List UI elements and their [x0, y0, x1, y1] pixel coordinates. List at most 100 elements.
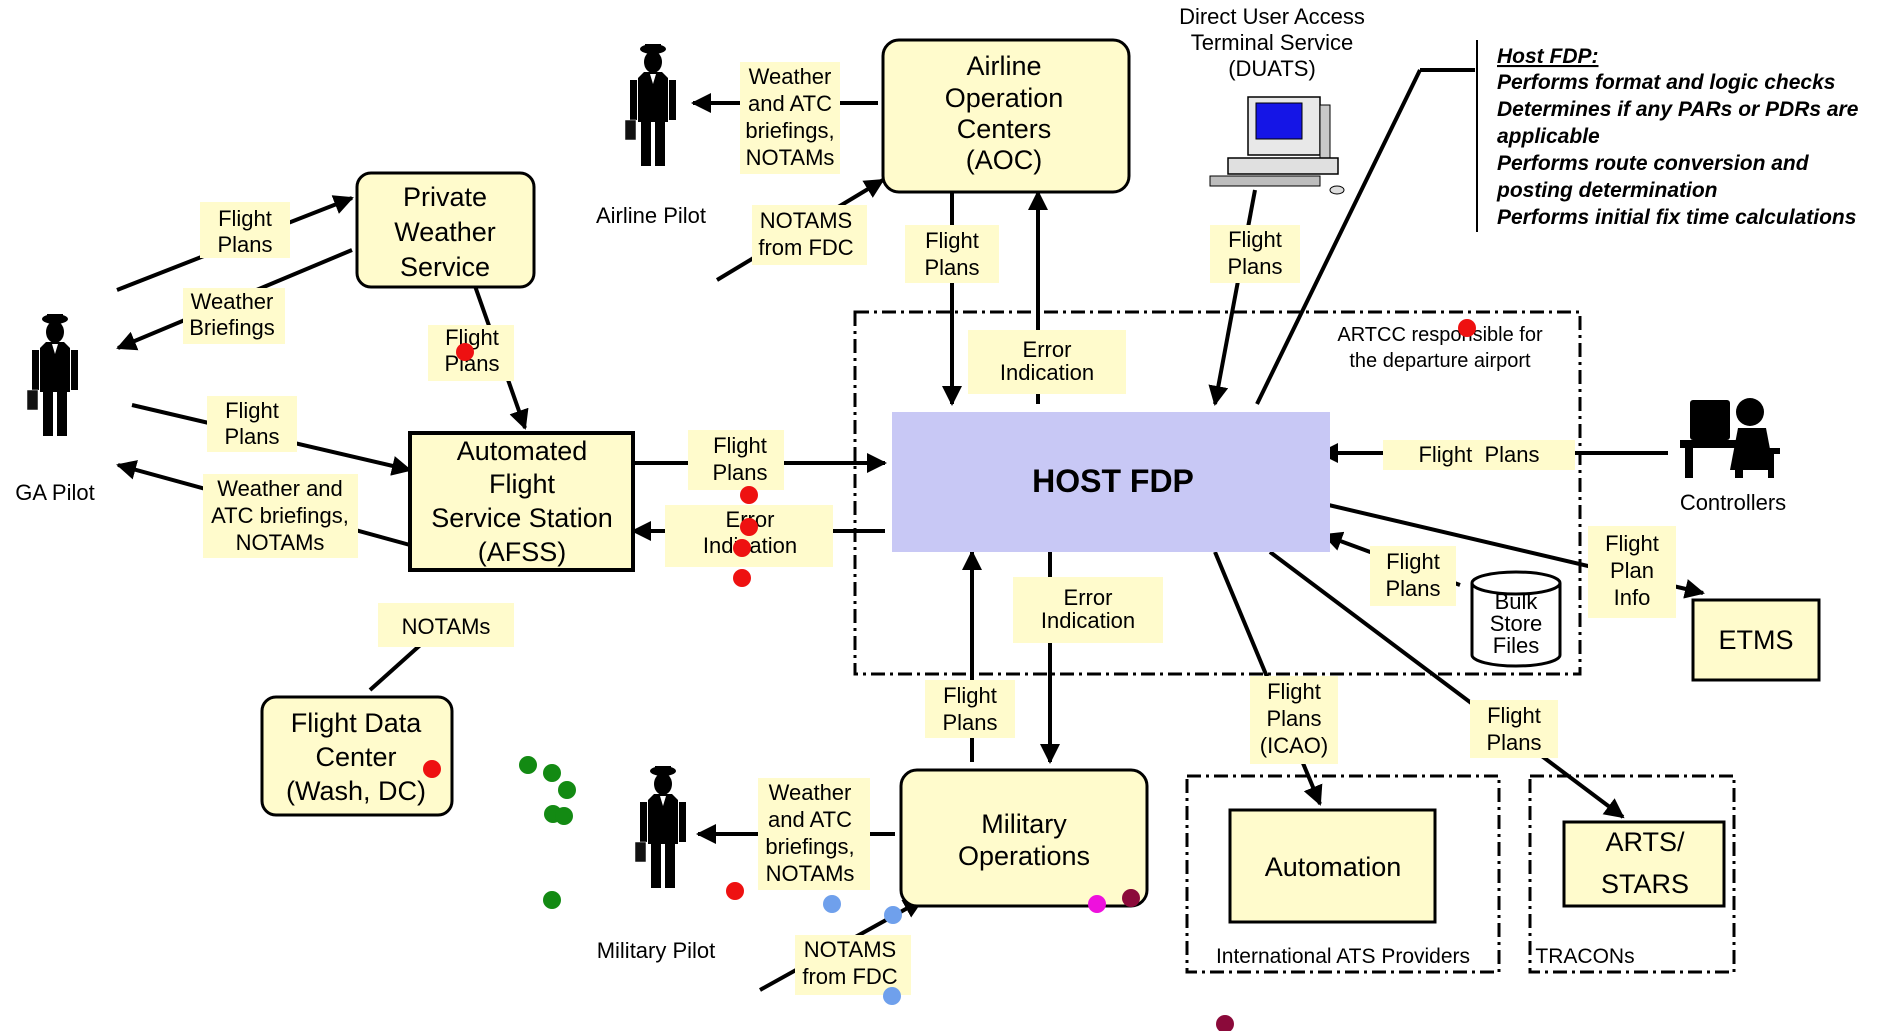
- edge-label-controllers-to-host: Flight Plans: [1418, 442, 1539, 467]
- note-line: posting determination: [1496, 179, 1718, 202]
- marker-dot: [558, 781, 576, 799]
- marker-dot: [733, 569, 751, 587]
- ga-pilot-label: GA Pilot: [15, 480, 94, 505]
- tracons-region: [1528, 774, 1736, 974]
- note-line: applicable: [1497, 125, 1600, 148]
- host-fdp-note: Host FDP: Performs format and logic chec…: [1496, 45, 1859, 229]
- label-bg: [1588, 526, 1676, 618]
- marker-dot: [555, 807, 573, 825]
- label-bg: [795, 935, 911, 995]
- marker-dot: [1088, 895, 1106, 913]
- artcc-region: [853, 310, 1582, 676]
- person-icon: [634, 765, 687, 889]
- label-bg: [1210, 225, 1300, 283]
- aoc-box: [881, 38, 1131, 194]
- label-bg: [1250, 676, 1338, 764]
- label-bg: [1370, 546, 1456, 606]
- label-bg: [200, 202, 290, 258]
- automation-box: [1228, 808, 1437, 924]
- label-bg: [378, 603, 514, 647]
- label-bg: [1013, 577, 1163, 643]
- tracons-region-label: TRACONs: [1535, 945, 1634, 968]
- edge-label-fdc-to-afss: NOTAMs: [402, 614, 491, 639]
- military-ops-box: [899, 768, 1149, 908]
- label-bg: [203, 474, 358, 558]
- label-bg: [688, 430, 784, 490]
- annotation-markers: [423, 319, 1476, 1031]
- label-bg: [740, 62, 840, 174]
- marker-dot: [1458, 319, 1476, 337]
- marker-dot: [456, 343, 474, 361]
- host-fdp-label: HOST FDP: [1032, 463, 1194, 499]
- marker-dot: [543, 764, 561, 782]
- label-bg: [1470, 700, 1558, 758]
- controllers-label: Controllers: [1680, 490, 1786, 515]
- label-bg: [207, 396, 297, 452]
- label-bg: [758, 778, 870, 890]
- marker-dot: [740, 486, 758, 504]
- note-line: Determines if any PARs or PDRs are: [1497, 98, 1859, 121]
- marker-dot: [883, 987, 901, 1005]
- note-line: Performs format and logic checks: [1497, 71, 1835, 94]
- note-line: Performs initial fix time calculations: [1497, 206, 1856, 229]
- automation-label: Automation: [1265, 852, 1402, 882]
- label-bg: [1383, 440, 1575, 470]
- marker-dot: [519, 756, 537, 774]
- computer-icon: [1209, 96, 1345, 195]
- marker-dot: [740, 518, 758, 536]
- label-bg: [925, 680, 1015, 738]
- airline-pilot-label: Airline Pilot: [596, 203, 706, 228]
- arts-stars-box: [1562, 820, 1726, 908]
- workstation-icon: [1680, 398, 1780, 478]
- marker-dot: [884, 906, 902, 924]
- international-region: [1185, 774, 1501, 974]
- person-icon: [624, 43, 677, 167]
- marker-dot: [1122, 889, 1140, 907]
- label-bg: [968, 330, 1126, 394]
- marker-dot: [543, 891, 561, 909]
- marker-dot: [733, 539, 751, 557]
- marker-dot: [823, 895, 841, 913]
- label-bg: [752, 205, 867, 265]
- person-icon: [26, 313, 79, 437]
- marker-dot: [423, 760, 441, 778]
- flight-data-center-box: [260, 695, 454, 817]
- label-bg: [905, 225, 999, 283]
- private-weather-box: [355, 171, 536, 289]
- marker-dot: [1216, 1015, 1234, 1031]
- note-line: Performs route conversion and: [1497, 152, 1810, 175]
- label-bg: [183, 288, 285, 344]
- host-fdp-box: [892, 412, 1330, 552]
- etms-box: [1691, 598, 1821, 682]
- etms-label: ETMS: [1718, 625, 1793, 655]
- marker-dot: [726, 882, 744, 900]
